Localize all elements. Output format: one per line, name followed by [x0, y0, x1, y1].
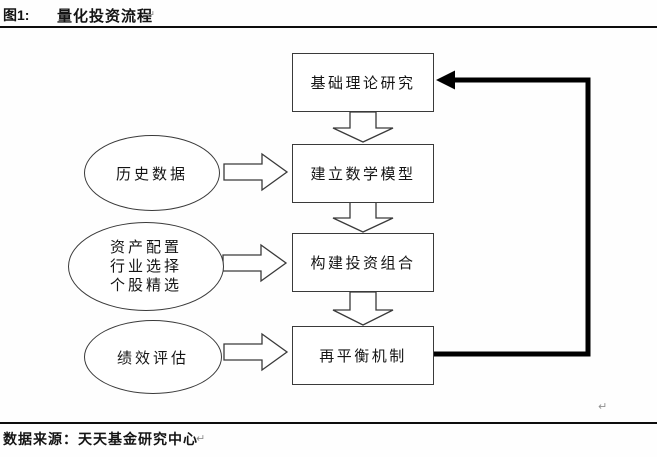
- down-block-arrow-icon: [332, 111, 394, 143]
- footer-rule: [0, 422, 657, 424]
- down-block-arrow-icon: [332, 201, 394, 233]
- flow-ellipse-allocation-selection: 资产配置 行业选择 个股精选: [68, 222, 224, 311]
- flow-box-construct-portfolio: 构建投资组合: [292, 233, 434, 292]
- flow-box-label: 构建投资组合: [310, 255, 416, 272]
- flow-ellipse-performance-evaluation: 绩效评估: [84, 320, 222, 394]
- flow-box-basic-theory-research: 基础理论研究: [292, 53, 434, 112]
- paragraph-return-icon: ↵: [146, 9, 156, 21]
- right-block-arrow-icon: [222, 243, 288, 283]
- feedback-arrowhead-icon: [436, 70, 455, 90]
- flow-box-label: 再平衡机制: [319, 348, 407, 365]
- flow-ellipse-label: 资产配置: [109, 239, 182, 256]
- flow-ellipse-label: 历史数据: [115, 165, 188, 183]
- flow-ellipse-historical-data: 历史数据: [84, 135, 220, 211]
- figure-title: 量化投资流程: [57, 8, 154, 25]
- right-block-arrow-icon: [223, 332, 289, 372]
- flow-box-rebalancing-mechanism: 再平衡机制: [292, 326, 434, 385]
- right-block-arrow-icon: [223, 152, 289, 192]
- figure-number-label: 图1:: [3, 7, 30, 23]
- down-block-arrow-icon: [332, 291, 394, 326]
- flow-box-build-math-model: 建立数学模型: [292, 144, 434, 203]
- feedback-loop-line: [434, 77, 591, 357]
- flow-box-label: 基础理论研究: [310, 75, 416, 92]
- flow-ellipse-label: 绩效评估: [116, 349, 189, 367]
- flow-ellipse-label: 行业选择: [109, 258, 182, 275]
- flow-ellipse-label: 个股精选: [109, 277, 182, 294]
- flow-box-label: 建立数学模型: [310, 166, 416, 183]
- paragraph-return-icon: ↵: [598, 401, 608, 413]
- header-rule: [0, 26, 657, 28]
- data-source-text: 数据来源：天天基金研究中心: [3, 431, 198, 447]
- paragraph-return-icon: ↵: [196, 433, 206, 445]
